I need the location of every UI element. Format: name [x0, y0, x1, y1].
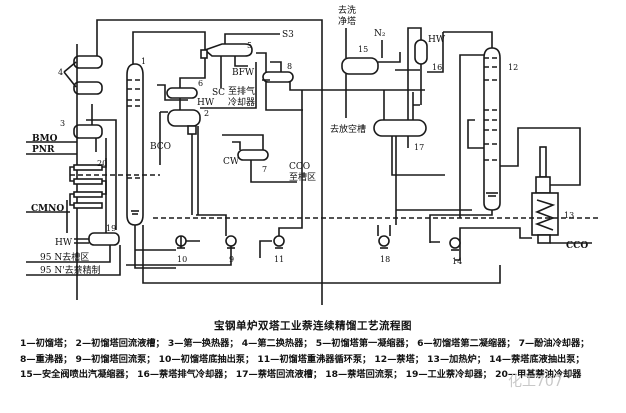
- legend-item: 14—萘塔底液抽出泵；: [489, 353, 585, 365]
- column-12: [483, 47, 501, 211]
- legend-item: 10—初馏塔底抽出泵；: [158, 353, 255, 365]
- cooler-16: [414, 39, 428, 65]
- pump-11: [273, 235, 285, 249]
- overhead-line-top: [96, 19, 323, 305]
- legend-item: 1—初馏塔；: [20, 338, 73, 349]
- label-eq-8: 8: [287, 62, 292, 71]
- cooler-20: [69, 158, 107, 209]
- legend-item: 5—初馏塔第一凝缩器；: [315, 338, 414, 349]
- pump-18: [378, 235, 390, 249]
- label-eq-19: 19: [106, 224, 116, 233]
- label-eq-16: 16: [432, 63, 442, 72]
- overhead-line-col1: [132, 31, 206, 64]
- condenser-6: [166, 87, 198, 99]
- cooler-19: [88, 232, 120, 246]
- label-eq-4: 4: [58, 68, 63, 77]
- legend-item: 4—第二换热器；: [241, 338, 313, 349]
- label-eq-7: 7: [262, 165, 267, 174]
- cooler-7: [237, 149, 269, 161]
- label-eq-2: 2: [204, 109, 209, 118]
- label-vent-cooler-1: 至排气: [228, 85, 255, 97]
- label-cco-furnace: CCO: [566, 241, 588, 251]
- legend-item: 2—初馏塔回流液槽；: [75, 338, 165, 349]
- drum-2: [167, 109, 201, 135]
- drum-17: [373, 119, 427, 137]
- legend-item: 11—初馏塔重沸器循环泵；: [257, 353, 372, 365]
- label-eq-5: 5: [247, 41, 252, 50]
- label-product-refine: 95 N'去萘精制: [40, 264, 101, 276]
- label-product-tank: 95 N去槽区: [40, 251, 89, 263]
- label-cmno: CMNO: [31, 204, 64, 214]
- label-eq-1: 1: [141, 57, 146, 66]
- exchanger-3: [73, 124, 103, 139]
- legend-item: 20—甲基萘油冷却器: [495, 369, 582, 380]
- label-wash-tower-1: 去洗: [338, 4, 356, 16]
- label-hw-6: HW: [197, 98, 215, 108]
- condenser-5: [200, 43, 253, 59]
- legend-item: 15—安全阀喷出汽凝缩器；: [20, 369, 134, 380]
- label-vent-cooler-2: 冷却器: [228, 96, 255, 108]
- label-eq-13: 13: [564, 211, 574, 220]
- legend-item: 18—萘塔回流泵；: [325, 369, 403, 380]
- watermark: 化工707: [508, 374, 563, 390]
- legend-item: 7—酚油冷却器；: [518, 338, 590, 349]
- label-eq-12: 12: [508, 63, 518, 72]
- label-eq-18: 18: [380, 255, 390, 264]
- legend-item: 17—萘塔回流液槽；: [235, 369, 323, 380]
- legend-item: 8—重沸器；: [20, 353, 73, 365]
- legend-item: 9—初馏塔回流泵；: [75, 353, 156, 365]
- label-wash-tower-2: 净塔: [338, 15, 356, 27]
- furnace-13: [531, 146, 559, 244]
- label-bmo: BMO: [32, 134, 58, 144]
- label-n2: N₂: [374, 29, 386, 39]
- label-s3: S3: [282, 30, 294, 40]
- label-hw-19: HW: [55, 238, 73, 248]
- label-bco: BCO: [150, 142, 171, 152]
- label-cco-tank: CCO: [289, 162, 310, 172]
- label-eq-6: 6: [198, 79, 203, 88]
- label-eq-20: 20: [97, 159, 107, 168]
- label-empty-tank: 去放空槽: [330, 123, 366, 135]
- label-cw: CW: [223, 157, 240, 167]
- diagram-title: 宝钢单炉双塔工业萘连续精馏工艺流程图: [214, 320, 412, 332]
- legend-item: 19—工业萘冷却器；: [405, 369, 492, 380]
- process-flow-diagram: 1 4 3 BMO PNR 20 CMNO 19 HW 95 N去槽区 95 N…: [26, 4, 600, 305]
- label-bfw: BFW: [232, 68, 255, 78]
- condenser-15: [341, 57, 379, 75]
- label-eq-3: 3: [60, 119, 65, 128]
- reboiler-8: [262, 71, 294, 83]
- label-pnr: PNR: [32, 145, 55, 155]
- label-eq-10: 10: [177, 255, 187, 264]
- legend-item: 3—第一换热器；: [167, 338, 239, 349]
- label-sc: SC: [212, 88, 225, 98]
- equipment-legend: 1—初馏塔； 2—初馏塔回流液槽； 3—第一换热器； 4—第二换热器； 5—初馏…: [20, 336, 616, 383]
- column-1: [126, 63, 144, 226]
- legend-item: 6—初馏塔第二凝缩器；: [417, 338, 516, 349]
- exchanger-4: [73, 55, 103, 95]
- legend-item: 13—加热炉；: [427, 353, 486, 365]
- label-eq-14: 14: [452, 257, 462, 266]
- pump-14: [449, 237, 461, 251]
- label-eq-15: 15: [358, 45, 368, 54]
- label-eq-11: 11: [274, 255, 284, 264]
- label-hw-16: HW: [428, 35, 446, 45]
- legend-item: 12—萘塔；: [374, 353, 424, 365]
- label-eq-17: 17: [414, 143, 424, 152]
- legend-item: 16—萘塔排气冷却器；: [137, 369, 233, 380]
